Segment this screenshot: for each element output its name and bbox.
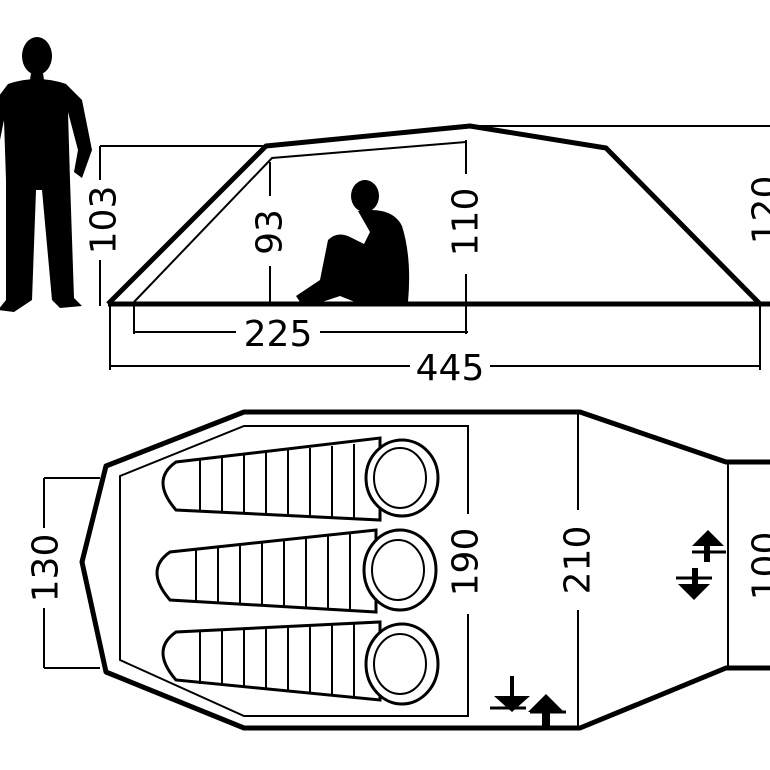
height-peak-label: 110 bbox=[446, 188, 487, 257]
inner-floor-outline bbox=[119, 425, 469, 717]
door-arrows-bottom-icon bbox=[490, 676, 566, 728]
inner-tent-length-label: 190 bbox=[446, 528, 487, 597]
sleeping-bag bbox=[161, 436, 440, 522]
sleeping-bag bbox=[155, 528, 438, 614]
floor-width-label: 210 bbox=[558, 526, 599, 595]
end-width-left-label: 130 bbox=[26, 534, 67, 603]
floor-outline bbox=[79, 409, 770, 731]
total-length-label: 445 bbox=[416, 348, 485, 389]
height-left-label: 103 bbox=[84, 186, 125, 255]
side-dimension-lines bbox=[99, 125, 770, 370]
inner-length-label: 225 bbox=[244, 314, 313, 355]
side-view: 103 93 110 120 225 445 bbox=[0, 37, 770, 389]
inner-tent-outline bbox=[133, 141, 467, 303]
fly-outline bbox=[106, 123, 762, 306]
end-width-right-label: 100 bbox=[746, 532, 770, 601]
height-inner-label: 93 bbox=[250, 209, 291, 255]
height-right-label: 120 bbox=[746, 176, 770, 245]
standing-person-icon bbox=[0, 37, 92, 312]
sitting-person-icon bbox=[296, 180, 410, 304]
door-arrows-right-icon bbox=[676, 530, 726, 600]
floor-plan: 130 190 210 100 bbox=[26, 409, 770, 731]
sleeping-bag bbox=[161, 620, 440, 706]
sleeping-bags bbox=[155, 436, 440, 706]
